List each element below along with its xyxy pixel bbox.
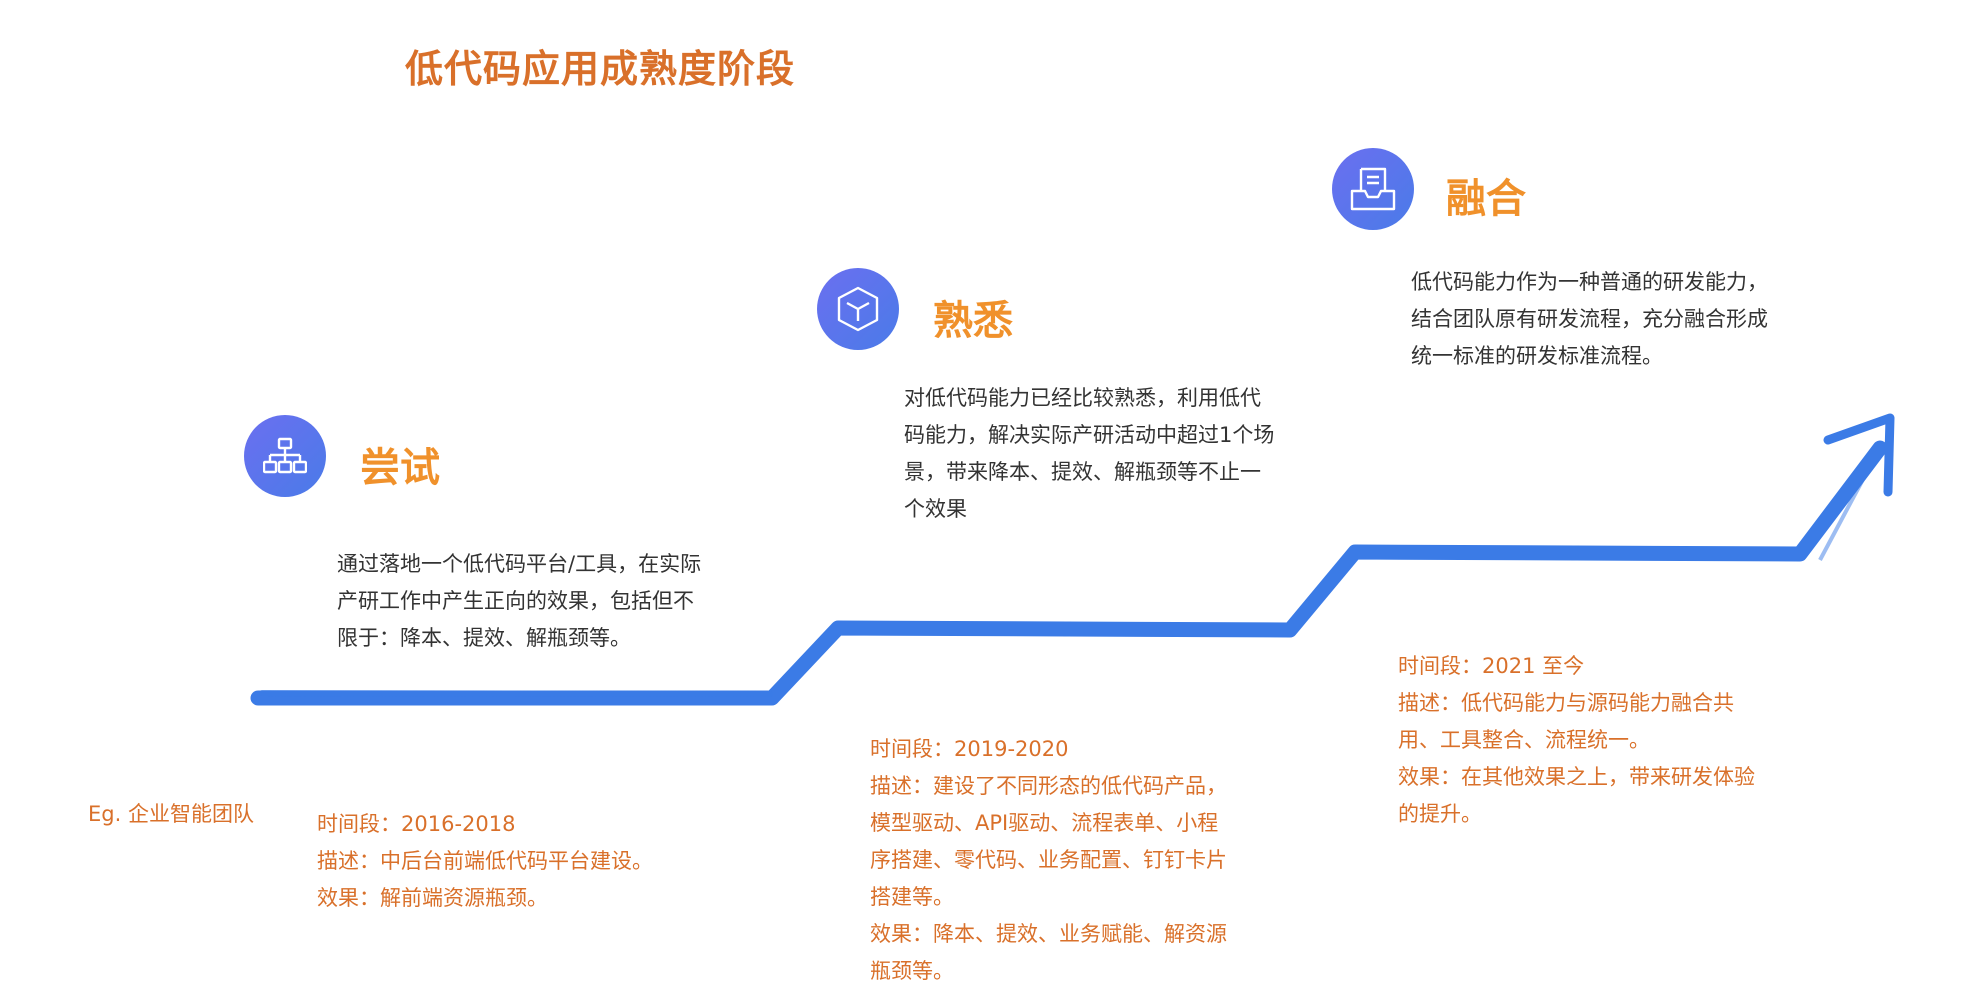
stair-line-edge [259,690,773,697]
stair-line-tail [1818,469,1870,561]
stage-2-detail-line: 搭建等。 [870,885,954,909]
stage-3-detail-line: 效果：在其他效果之上，带来研发体验 [1398,765,1755,789]
stage-2-detail-line: 时间段：2019-2020 [870,737,1069,761]
example-team-label: Eg. 企业智能团队 [88,802,254,826]
stage-2-description: 对低代码能力已经比较熟悉，利用低代 码能力，解决实际产研活动中超过1个场 景，带… [904,380,1274,528]
stage-2-icon-badge [817,268,899,350]
stage-2-description-line: 景，带来降本、提效、解瓶颈等不止一 [904,460,1261,484]
diagram-title: 低代码应用成熟度阶段 [404,47,795,91]
arrow-head [1823,413,1895,497]
org-chart-icon [263,437,307,474]
inbox-document-icon [1350,167,1396,211]
stage-1-description: 通过落地一个低代码平台/工具，在实际 产研工作中产生正向的效果，包括但不 限于：… [337,546,701,657]
stage-1-detail-line: 效果：解前端资源瓶颈。 [317,886,548,910]
stage-1-detail-line: 描述：中后台前端低代码平台建设。 [317,849,653,873]
stage-2-details: 时间段：2019-2020 描述：建设了不同形态的低代码产品， 模型驱动、API… [870,731,1227,990]
stage-3-icon-badge [1332,148,1414,230]
stage-2-detail-line: 描述：建设了不同形态的低代码产品， [870,774,1227,798]
stage-3-description: 低代码能力作为一种普通的研发能力， 结合团队原有研发流程，充分融合形成 统一标准… [1411,264,1768,375]
stage-2-detail-line: 瓶颈等。 [870,959,954,983]
stage-3-details: 时间段：2021 至今 描述：低代码能力与源码能力融合共 用、工具整合、流程统一… [1398,648,1755,833]
stage-1-description-line: 产研工作中产生正向的效果，包括但不 [337,589,694,613]
stage-3-description-line: 低代码能力作为一种普通的研发能力， [1411,270,1768,294]
stair-line [250,440,1888,706]
stage-3-detail-line: 时间段：2021 至今 [1398,654,1585,678]
stage-3-description-line: 结合团队原有研发流程，充分融合形成 [1411,307,1768,331]
stage-2-detail-line: 效果：降本、提效、业务赋能、解资源 [870,922,1227,946]
stage-3-detail-line: 用、工具整合、流程统一。 [1398,728,1650,752]
stage-2-description-line: 码能力，解决实际产研活动中超过1个场 [904,423,1275,447]
stage-1-icon-badge [244,415,326,497]
stage-3-detail-line: 描述：低代码能力与源码能力融合共 [1398,691,1734,715]
stage-3-detail-line: 的提升。 [1398,802,1482,826]
stage-2-title: 熟悉 [933,298,1013,344]
stage-1-description-line: 通过落地一个低代码平台/工具，在实际 [337,552,702,576]
stage-3-title: 融合 [1446,176,1526,222]
stage-1-details: 时间段：2016-2018 描述：中后台前端低代码平台建设。 效果：解前端资源瓶… [317,806,653,917]
stage-2-description-line: 个效果 [904,497,967,521]
stage-1-title: 尝试 [360,445,440,491]
cube-icon [837,286,879,332]
stage-2-detail-line: 模型驱动、API驱动、流程表单、小程 [870,811,1219,835]
stage-2-description-line: 对低代码能力已经比较熟悉，利用低代 [904,386,1261,410]
stage-2-detail-line: 序搭建、零代码、业务配置、钉钉卡片 [870,848,1227,872]
stage-1-detail-line: 时间段：2016-2018 [317,812,516,836]
stage-3-description-line: 统一标准的研发标准流程。 [1411,344,1663,368]
stage-1-description-line: 限于：降本、提效、解瓶颈等。 [337,626,631,650]
